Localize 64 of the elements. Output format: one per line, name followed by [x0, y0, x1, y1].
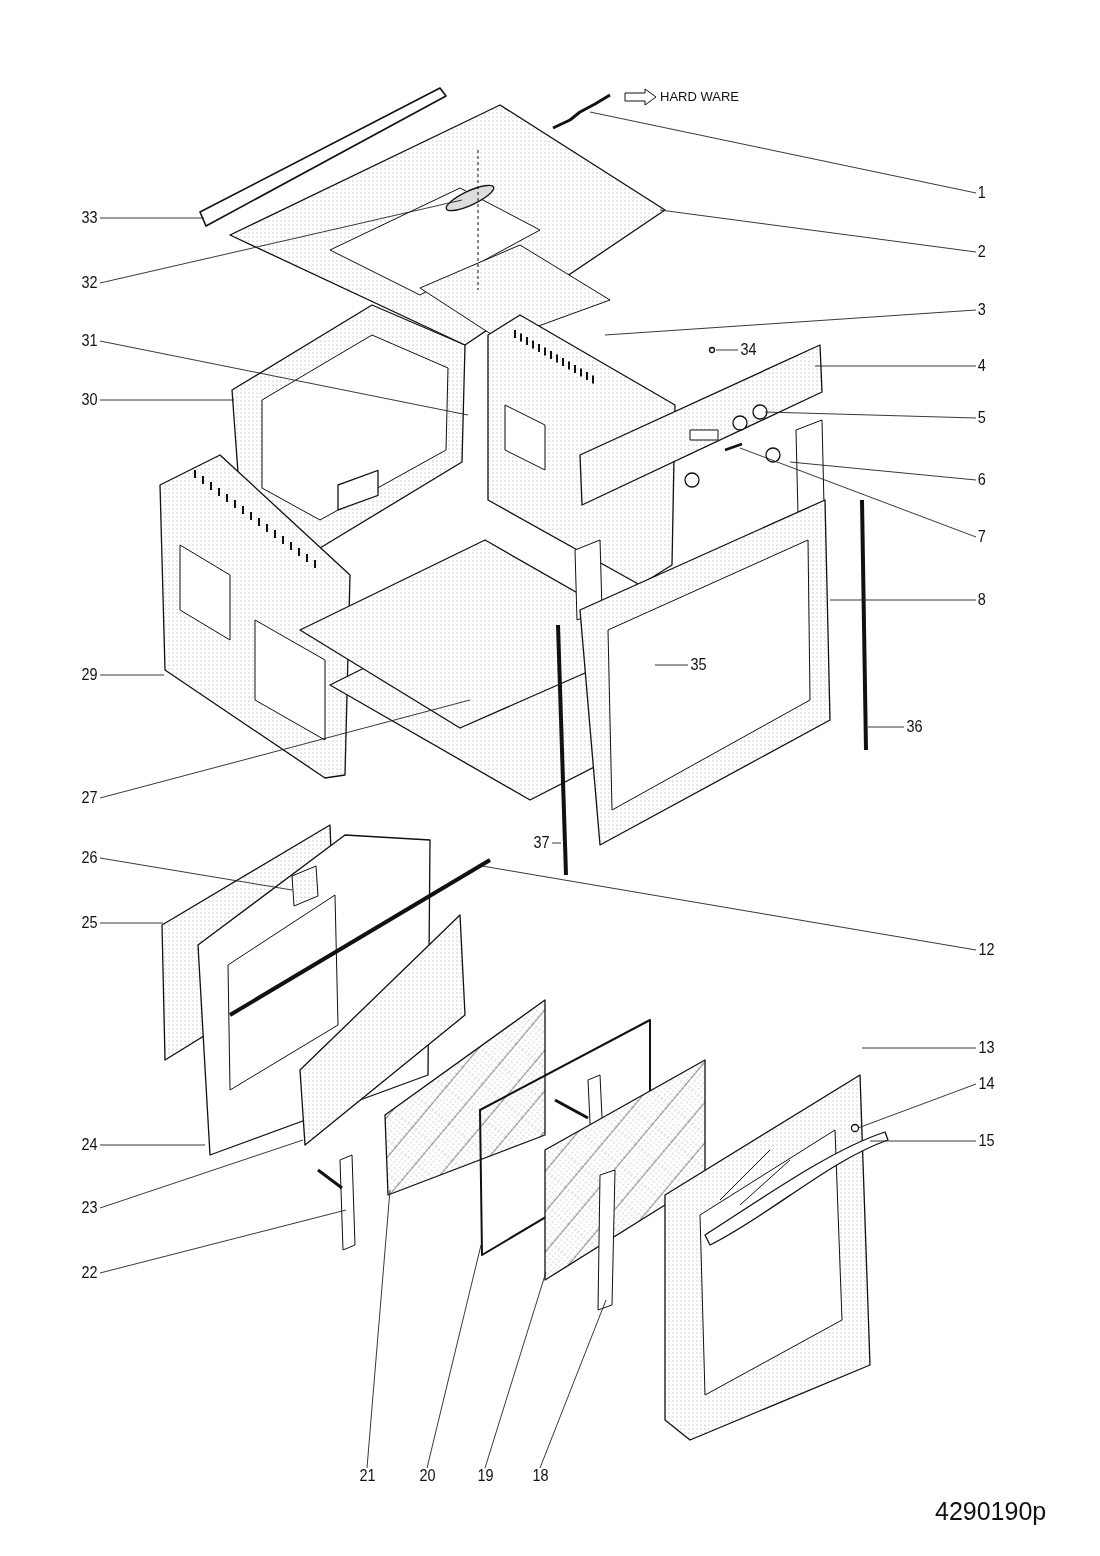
leader-line [366, 1189, 391, 1469]
leader-line [861, 1047, 977, 1049]
leader-line [715, 349, 739, 351]
callout-number: 20 [418, 1466, 435, 1486]
leader-line [739, 447, 977, 538]
callout-number: 3 [978, 300, 987, 320]
leader-line [589, 111, 977, 194]
leader-line [99, 674, 165, 676]
callout-number: 26 [81, 848, 98, 868]
callout-number: 36 [906, 717, 923, 737]
leader-line [99, 922, 164, 924]
drawing-number: 4290190p [935, 1497, 1047, 1526]
callout-number: 21 [358, 1466, 375, 1486]
callout-number: 12 [978, 940, 995, 960]
callout-number: 30 [81, 390, 98, 410]
callout-number: 18 [531, 1466, 548, 1486]
callout-number: 32 [81, 273, 98, 293]
callout-number: 35 [690, 655, 707, 675]
callout-number: 24 [81, 1135, 98, 1155]
callout-number: 19 [476, 1466, 493, 1486]
callout-number: 34 [740, 340, 757, 360]
leader-line [99, 399, 235, 401]
callout-number: 4 [978, 356, 987, 376]
leader-line [764, 411, 977, 419]
leader-line [484, 1271, 547, 1469]
callout-number: 23 [81, 1198, 98, 1218]
callout-number: 29 [81, 665, 98, 685]
leader-line [604, 309, 977, 336]
part-label: HARD WARE [660, 89, 739, 104]
callout-number: 31 [81, 331, 98, 351]
callout-number: 27 [81, 788, 98, 808]
leader-line [789, 461, 977, 481]
leader-line [857, 1083, 977, 1129]
callout-number: 6 [978, 470, 987, 490]
callout-number: 5 [978, 408, 987, 428]
leader-line [481, 865, 977, 951]
leader-line [659, 209, 977, 253]
leader-line [551, 842, 562, 844]
callout-number: 15 [978, 1131, 995, 1151]
leader-line [814, 365, 977, 367]
leader-line [99, 199, 463, 284]
callout-number: 7 [978, 527, 987, 547]
callout-number: 25 [81, 913, 98, 933]
leader-line [99, 857, 293, 891]
leader-line [99, 340, 469, 416]
leader-line [867, 726, 905, 728]
callout-number: 13 [978, 1038, 995, 1058]
leader-line [99, 217, 205, 219]
leader-line [99, 1209, 347, 1274]
callout-number: 33 [81, 208, 98, 228]
callout-number: 37 [533, 833, 550, 853]
leader-line [829, 599, 977, 601]
leader-line [99, 699, 471, 799]
leader-line [654, 664, 689, 666]
leader-line [99, 1139, 304, 1209]
callout-number: 14 [978, 1074, 995, 1094]
callout-number: 1 [978, 183, 987, 203]
callout-number: 2 [978, 242, 987, 262]
leader-line [99, 1144, 206, 1146]
callout-number: 8 [978, 590, 987, 610]
callout-number: 22 [81, 1263, 98, 1283]
leader-line [869, 1140, 977, 1142]
leader-line [539, 1299, 607, 1469]
leader-line [426, 1244, 482, 1469]
